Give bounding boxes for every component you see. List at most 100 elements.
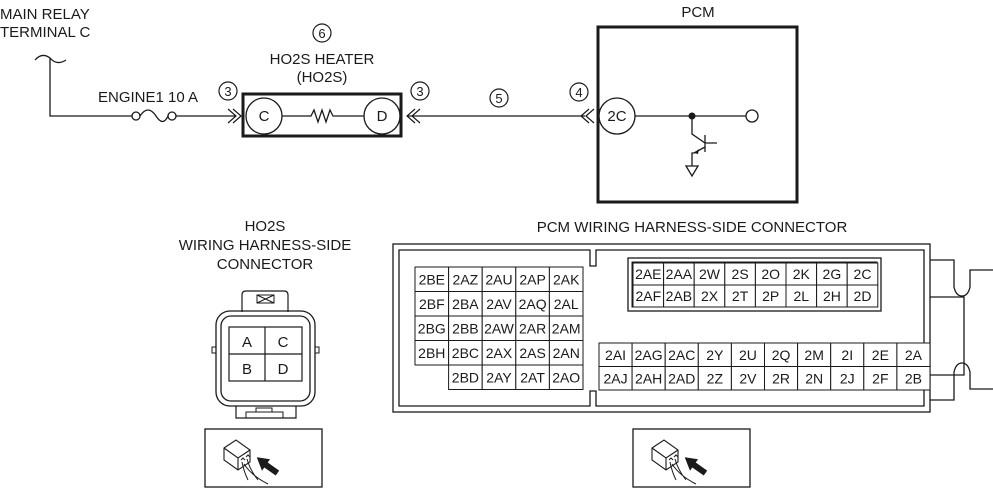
pin-label-2as: 2AS xyxy=(519,345,545,361)
pin-label-2ah: 2AH xyxy=(635,370,662,386)
pin-label-2b: 2B xyxy=(905,370,922,386)
svg-text:5: 5 xyxy=(495,91,502,106)
pin-label-2l: 2L xyxy=(794,288,810,304)
pin-cell xyxy=(481,340,517,366)
pin-label-2s: 2S xyxy=(732,266,749,282)
pin-label-2i: 2I xyxy=(841,347,853,363)
ho2s-heater-component: C D xyxy=(241,92,403,138)
ho2s-connector-title-line2: WIRING HARNESS-SIDE xyxy=(179,237,352,254)
pin-label-2d: 2D xyxy=(854,288,872,304)
pin-label-2al: 2AL xyxy=(554,296,579,312)
pin-cell xyxy=(414,291,450,317)
ho2s-pin-a: A xyxy=(242,334,252,351)
pin-label-2n: 2N xyxy=(805,370,823,386)
ho2s-connector-title-line1: HO2S xyxy=(245,218,286,235)
pin-label-2ab: 2AB xyxy=(666,288,692,304)
component-label-line1: HO2S HEATER xyxy=(270,51,375,68)
connector-view-icon-left xyxy=(204,428,323,488)
pin-cell xyxy=(414,340,450,366)
pin-cell xyxy=(448,364,483,390)
pcm-component: 2C xyxy=(596,25,799,204)
transistor-icon xyxy=(691,116,717,166)
pin-label-2h: 2H xyxy=(823,288,841,304)
pin-cell xyxy=(548,340,584,366)
pin-label-2ae: 2AE xyxy=(635,266,661,282)
pcm-terminal-2c: 2C xyxy=(607,108,626,125)
pcm-label: PCM xyxy=(681,4,714,21)
wire-number-marker: 5 xyxy=(489,88,509,108)
component-label-line2: (HO2S) xyxy=(297,69,348,86)
connector-3-left-marker: 3 xyxy=(218,81,242,124)
pin-cell xyxy=(548,291,584,317)
pin-label-2bf: 2BF xyxy=(419,296,445,312)
pin-label-2e: 2E xyxy=(872,347,889,363)
pin-label-2u: 2U xyxy=(739,347,757,363)
pin-cell xyxy=(515,364,550,390)
pin-label-2ay: 2AY xyxy=(486,369,512,385)
pin-label-2az: 2AZ xyxy=(453,271,479,287)
pin-cell xyxy=(548,266,584,292)
source-label-line2: TERMINAL C xyxy=(0,24,90,41)
pin-cell xyxy=(548,364,584,390)
pin-label-2ar: 2AR xyxy=(519,320,546,336)
source-label-line1: MAIN RELAY xyxy=(0,6,90,23)
pin-label-2bd: 2BD xyxy=(452,369,479,385)
pcm-connector-marker: 4 xyxy=(569,82,595,124)
ho2s-pin-c: C xyxy=(278,334,289,351)
pin-label-2g: 2G xyxy=(823,266,842,282)
pin-label-2bb: 2BB xyxy=(452,320,478,336)
pin-label-2be: 2BE xyxy=(419,271,445,287)
connector-view-icon-right xyxy=(632,428,751,488)
pin-label-2w: 2W xyxy=(699,266,721,282)
pin-cell xyxy=(846,284,879,308)
ho2s-connector-face: A C B D xyxy=(211,290,320,419)
connector-3-right-marker: 3 xyxy=(406,81,430,124)
pin-label-2ao: 2AO xyxy=(552,369,580,385)
pin-cell xyxy=(896,366,931,391)
pin-label-2aa: 2AA xyxy=(666,266,693,282)
ho2s-pin-b: B xyxy=(242,361,252,378)
pin-cell xyxy=(481,315,517,341)
pin-label-2au: 2AU xyxy=(485,271,512,287)
pin-label-2am: 2AM xyxy=(552,320,581,336)
fuse-icon xyxy=(131,109,177,123)
pin-label-2y: 2Y xyxy=(706,347,724,363)
pin-label-2ad: 2AD xyxy=(668,370,695,386)
pin-label-2ag: 2AG xyxy=(635,347,663,363)
pin-label-2ai: 2AI xyxy=(605,347,626,363)
pin-label-2o: 2O xyxy=(761,266,780,282)
ho2s-connector-title-line3: CONNECTOR xyxy=(217,256,314,273)
pin-label-2a: 2A xyxy=(905,347,923,363)
pin-label-2f: 2F xyxy=(872,370,888,386)
ho2s-pin-d: D xyxy=(278,361,289,378)
pcm-connector-housing xyxy=(392,243,993,413)
pin-label-2x: 2X xyxy=(701,288,719,304)
heater-terminal-d: D xyxy=(377,108,388,125)
output-terminal-icon xyxy=(745,109,759,123)
pin-label-2bh: 2BH xyxy=(418,345,445,361)
svg-text:4: 4 xyxy=(575,85,582,100)
heater-terminal-c: C xyxy=(259,108,270,125)
pin-label-2m: 2M xyxy=(804,347,823,363)
pin-label-2t: 2T xyxy=(732,288,749,304)
pin-label-2p: 2P xyxy=(762,288,779,304)
component-number-marker: 6 xyxy=(312,23,332,43)
pin-label-2bc: 2BC xyxy=(452,345,479,361)
svg-text:3: 3 xyxy=(416,84,423,99)
pin-label-2q: 2Q xyxy=(772,347,791,363)
pin-label-2r: 2R xyxy=(772,370,790,386)
pin-cell xyxy=(515,266,550,292)
ground-icon xyxy=(684,165,700,178)
pin-label-2aj: 2AJ xyxy=(603,370,627,386)
pin-label-2ac: 2AC xyxy=(668,347,695,363)
pin-label-2v: 2V xyxy=(739,370,757,386)
resistor-icon xyxy=(282,107,364,125)
pcm-connector-title: PCM WIRING HARNESS-SIDE CONNECTOR xyxy=(537,219,848,236)
wire-source xyxy=(49,58,132,117)
pin-label-2k: 2K xyxy=(793,266,811,282)
pin-label-2aw: 2AW xyxy=(484,320,515,336)
pin-label-2c: 2C xyxy=(854,266,872,282)
